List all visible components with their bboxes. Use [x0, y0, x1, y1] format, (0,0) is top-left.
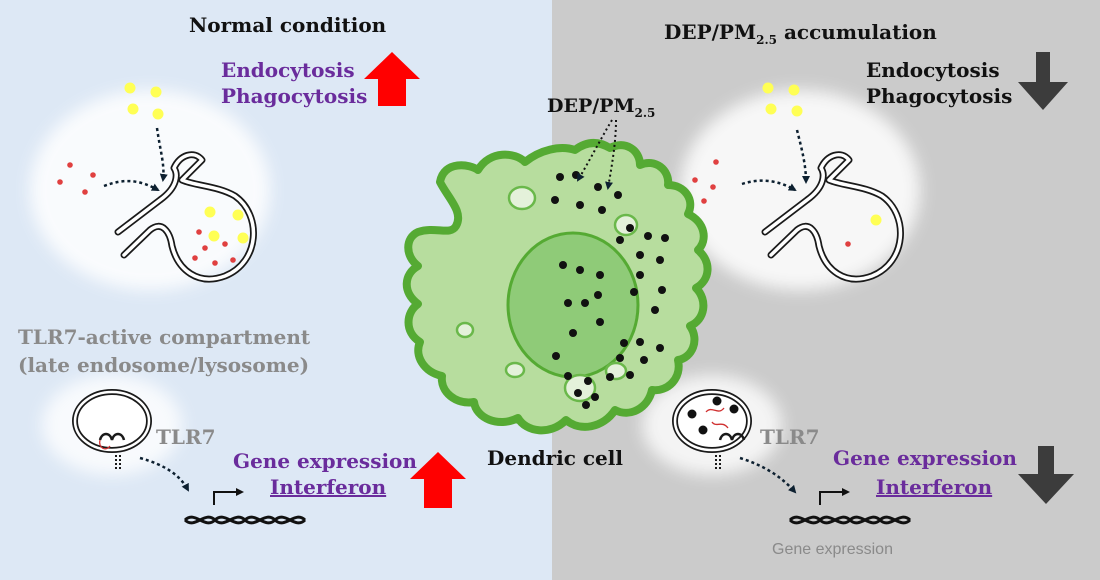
right-red-particles: [692, 159, 851, 247]
glow-left-endocytosis: [30, 90, 270, 290]
right-tlr7-compartment: [672, 389, 752, 470]
right-title: DEP/PM2.5 accumulation: [664, 20, 937, 47]
endocytosis-down-arrow: [1018, 52, 1068, 110]
right-endocytosis-vesicle: [761, 151, 904, 283]
right-dna-icon: [788, 488, 912, 525]
right-endocytosis-arrow: [741, 179, 797, 192]
dep-pointer-arrow-1: [576, 119, 613, 182]
right-endocytosis-label: Endocytosis: [866, 58, 1000, 82]
compartment-title: TLR7-active compartment: [18, 325, 311, 349]
right-interferon-label: Interferon: [876, 475, 993, 499]
gene-expression-up-arrow: [410, 452, 466, 508]
left-gene-expression-label: Gene expression: [233, 449, 417, 473]
left-red-particles: [57, 162, 236, 266]
left-interferon-label: Interferon: [270, 475, 387, 499]
right-phagocytosis-arrow: [795, 129, 810, 184]
left-phagocytosis-arrow: [155, 127, 168, 182]
left-yellow-particles: [124, 82, 249, 244]
right-yellow-particles: [762, 82, 882, 226]
dendritic-cell-label: Dendric cell: [487, 446, 623, 470]
right-phagocytosis-label: Phagocytosis: [866, 84, 1013, 108]
dep-pointer-label: DEP/PM2.5: [547, 95, 656, 120]
left-title: Normal condition: [189, 13, 387, 37]
left-endocytosis-label: Endocytosis: [221, 58, 355, 82]
gene-expression-down-arrow: [1018, 446, 1074, 504]
right-gene-expression-label: Gene expression: [833, 446, 1017, 470]
left-signal-arrow: [139, 456, 190, 492]
left-tlr7-label: TLR7: [156, 425, 216, 449]
dendritic-cell: [402, 139, 712, 435]
right-signal-arrow: [739, 456, 797, 494]
endocytosis-up-arrow: [364, 52, 420, 106]
dep-particles: [551, 171, 669, 409]
dep-pointer-arrow-2: [605, 119, 617, 190]
left-endocytosis-vesicle: [114, 151, 257, 283]
right-tlr7-label: TLR7: [760, 425, 820, 449]
left-tlr7-compartment: [72, 389, 152, 470]
glow-right-endocytosis: [680, 90, 920, 290]
gene-expression-caption: Gene expression: [772, 541, 893, 558]
left-phagocytosis-label: Phagocytosis: [221, 84, 368, 108]
left-dna-icon: [183, 488, 307, 525]
compartment-subtitle: (late endosome/lysosome): [18, 353, 310, 377]
